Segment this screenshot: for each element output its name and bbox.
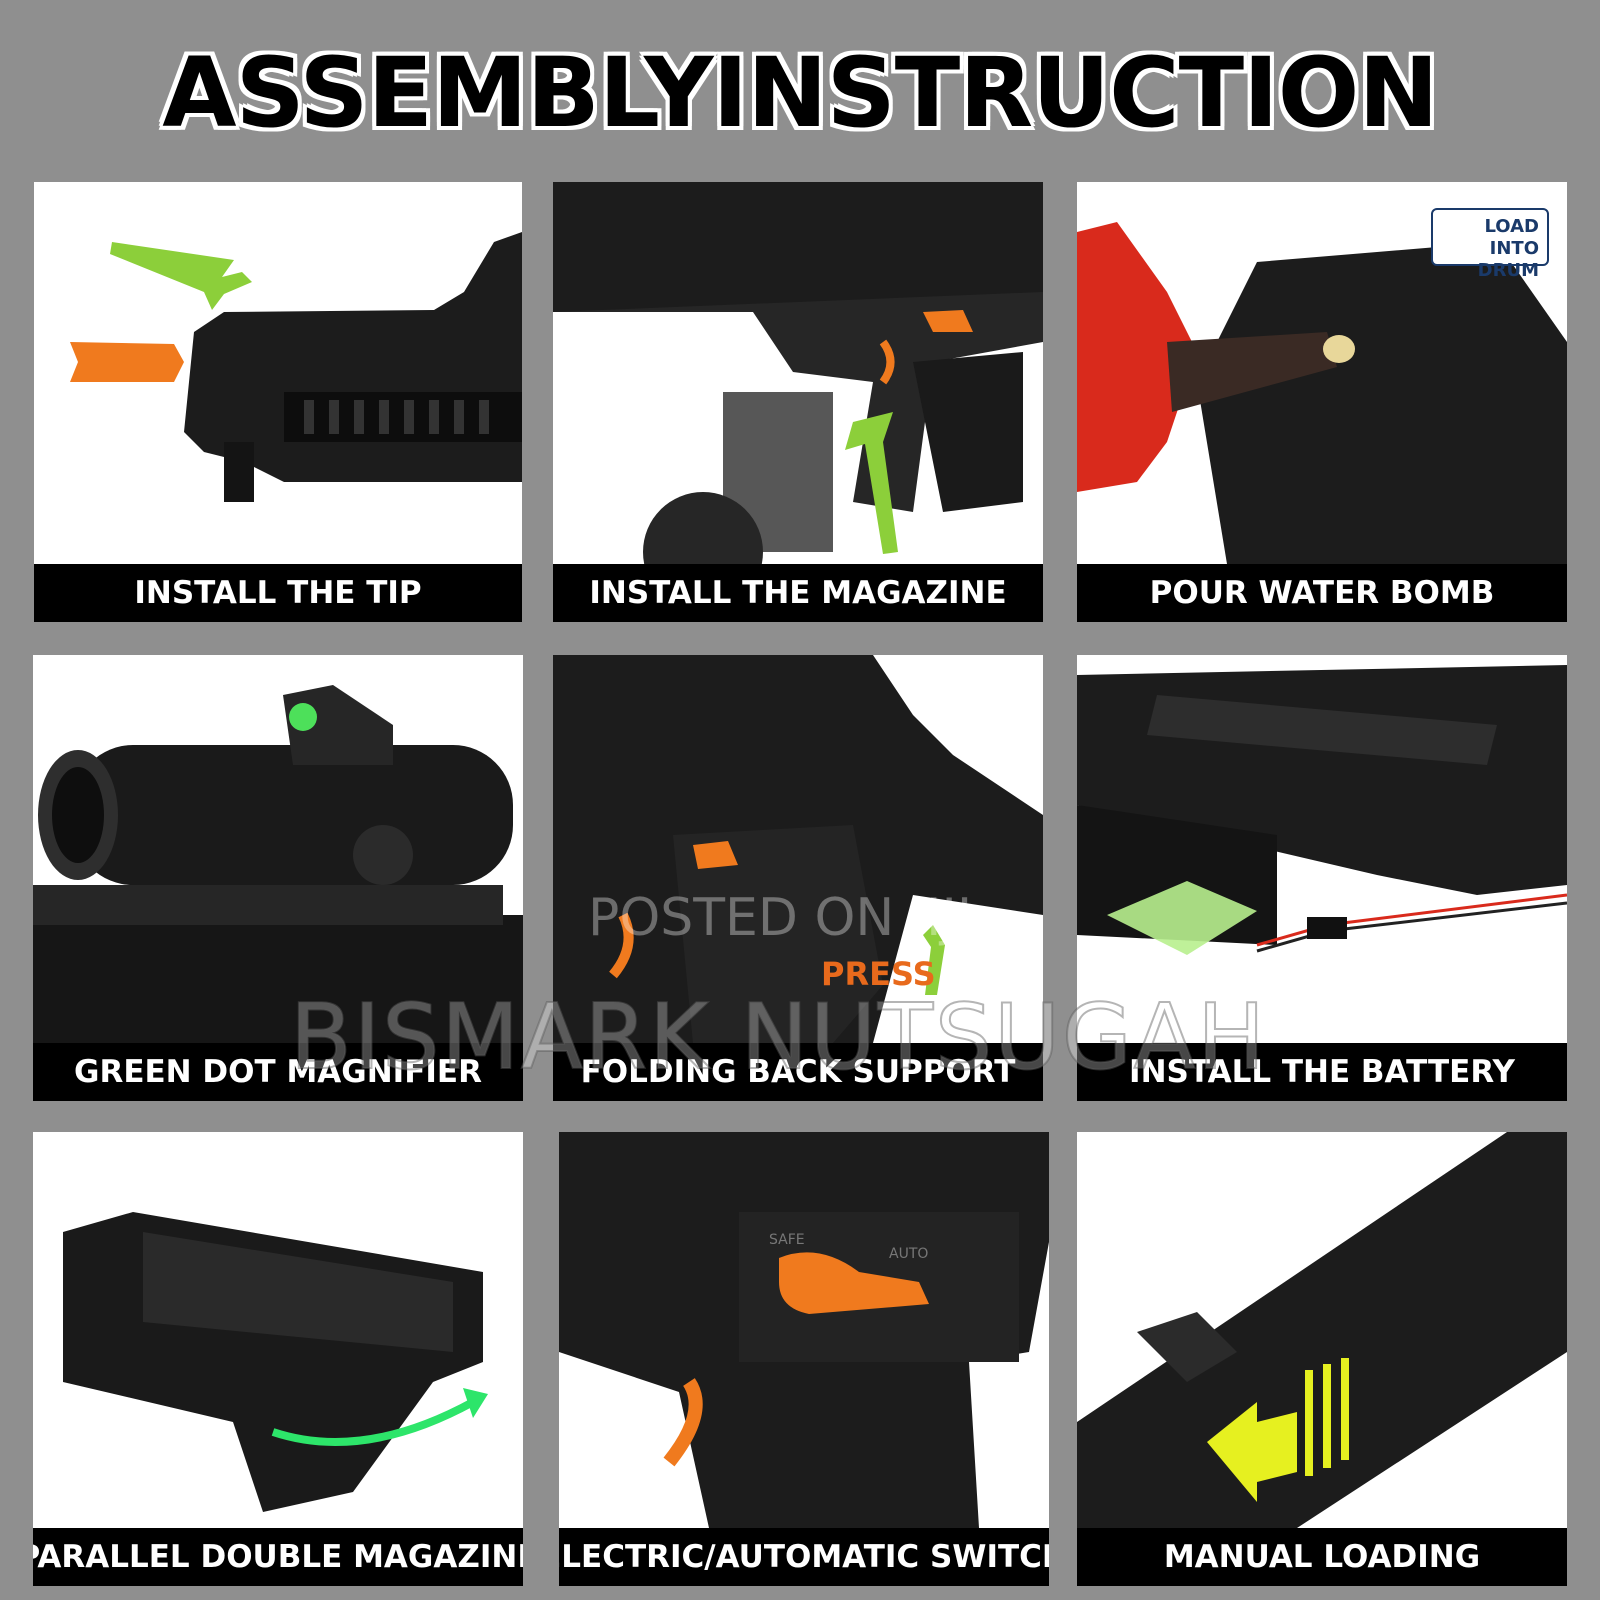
caption-install-battery: INSTALL THE BATTERY bbox=[1077, 1043, 1567, 1101]
caption-install-tip: INSTALL THE TIP bbox=[34, 564, 522, 622]
green-arrow-icon bbox=[923, 925, 945, 995]
panel-pour-water-bomb: LOAD INTO DRUM POUR WATER BOMB bbox=[1077, 182, 1567, 622]
panel-install-magazine: INSTALL THE MAGAZINE bbox=[553, 182, 1043, 622]
battery-connector bbox=[1307, 917, 1347, 939]
red-bottle bbox=[1077, 222, 1197, 492]
caption-pour-water-bomb: POUR WATER BOMB bbox=[1077, 564, 1567, 622]
green-dot-icon bbox=[289, 703, 317, 731]
panel-parallel-double-magazine: PARALLEL DOUBLE MAGAZINE bbox=[33, 1132, 523, 1586]
orange-switch bbox=[779, 1252, 929, 1314]
panel-install-battery: INSTALL THE BATTERY bbox=[1077, 655, 1567, 1101]
orange-selector bbox=[693, 841, 738, 869]
panel-install-tip: INSTALL THE TIP bbox=[34, 182, 522, 622]
green-arrow-icon bbox=[845, 412, 898, 554]
page-title: ASSEMBLYINSTRUCTION bbox=[162, 37, 1438, 149]
illustration-water-bomb bbox=[1077, 222, 1567, 564]
caption-parallel-double-magazine: PARALLEL DOUBLE MAGAZINE bbox=[33, 1528, 523, 1586]
trigger bbox=[609, 912, 634, 979]
caption-install-magazine: INSTALL THE MAGAZINE bbox=[553, 564, 1043, 622]
caption-green-dot-magnifier: GREEN DOT MAGNIFIER bbox=[33, 1043, 523, 1101]
caption-electric-automatic-switch: ELECTRIC/AUTOMATIC SWITCH bbox=[559, 1528, 1049, 1586]
orange-selector bbox=[923, 310, 973, 332]
illustration-tip bbox=[70, 232, 522, 502]
panel-green-dot-magnifier: GREEN DOT MAGNIFIER bbox=[33, 655, 523, 1101]
battery bbox=[1107, 881, 1257, 955]
badge-load-into-drum: LOAD INTO DRUM bbox=[1431, 208, 1549, 281]
green-arrow-icon bbox=[271, 1398, 475, 1446]
orange-tip bbox=[70, 342, 184, 382]
label-safe: SAFE bbox=[769, 1232, 805, 1248]
label-auto: AUTO bbox=[889, 1246, 929, 1262]
panel-electric-automatic-switch: SAFE AUTO ELECTRIC/AUTOMATIC SWITCH bbox=[559, 1132, 1049, 1586]
grip bbox=[913, 352, 1023, 512]
illustration-manual-loading bbox=[1077, 1132, 1567, 1528]
trigger bbox=[663, 1378, 703, 1467]
green-arrow-icon bbox=[110, 242, 252, 310]
illustration-double-magazine bbox=[63, 1212, 488, 1512]
water-beads bbox=[1323, 335, 1355, 363]
label-press: PRESS bbox=[821, 955, 936, 993]
panel-manual-loading: MANUAL LOADING bbox=[1077, 1132, 1567, 1586]
scope bbox=[73, 745, 513, 885]
illustration-back-support bbox=[553, 655, 1043, 1043]
drum bbox=[1197, 242, 1567, 564]
illustration-battery bbox=[1077, 665, 1567, 955]
panel-folding-back-support: PRESS FOLDING BACK SUPPORT bbox=[553, 655, 1043, 1101]
caption-manual-loading: MANUAL LOADING bbox=[1077, 1528, 1567, 1586]
illustration-magazine bbox=[553, 182, 1043, 564]
caption-folding-back-support: FOLDING BACK SUPPORT bbox=[553, 1043, 1043, 1101]
illustration-magnifier bbox=[33, 685, 523, 1043]
trigger bbox=[879, 339, 895, 385]
illustration-switch bbox=[559, 1132, 1049, 1528]
yellow-arrow-icon bbox=[1207, 1402, 1297, 1502]
red-dot-sight bbox=[283, 685, 393, 765]
